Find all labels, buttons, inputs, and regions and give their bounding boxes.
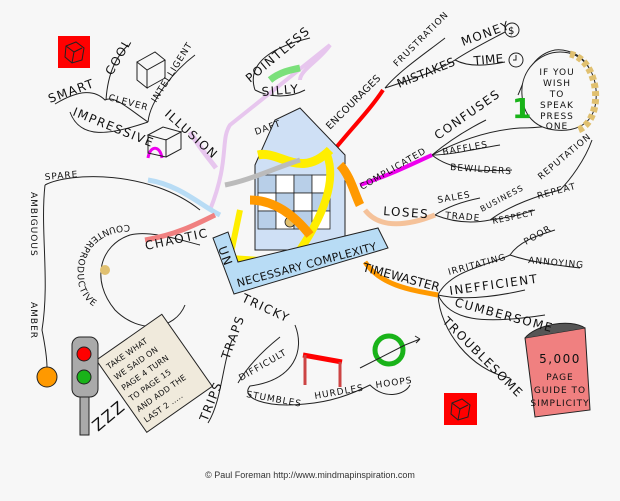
bubble-line: PRESS bbox=[540, 112, 574, 122]
svg-text:$: $ bbox=[508, 26, 514, 37]
label-spare: SPARE bbox=[44, 170, 78, 183]
label-illusion: ILLUSION bbox=[162, 107, 221, 162]
label-money: MONEY bbox=[459, 18, 512, 49]
sleep-text: ZZZ bbox=[88, 396, 129, 435]
label-troublesome: TROUBLESOME bbox=[439, 314, 526, 401]
label-cool: COOL bbox=[102, 36, 134, 78]
clock-icon bbox=[508, 52, 524, 68]
cube-icon bbox=[136, 51, 183, 158]
magnet-icon bbox=[146, 146, 164, 159]
complexity-building bbox=[224, 64, 365, 265]
cube-logo-icon bbox=[444, 393, 477, 425]
label-confuses: CONFUSES bbox=[432, 87, 503, 143]
label-amber: AMBER bbox=[28, 302, 38, 339]
book-text: GUIDE TO bbox=[534, 386, 586, 396]
label-stumbles: STUMBLES bbox=[245, 390, 302, 410]
label-loses: LOSES bbox=[383, 204, 430, 221]
label-difficult: DIFFICULT bbox=[238, 348, 290, 384]
label-baffles: BAFFLES bbox=[442, 140, 489, 158]
label-repeat: REPEAT bbox=[536, 182, 577, 202]
note-paper: TAKE WHAT WE SAID ON PAGE 4 TURN TO PAGE… bbox=[95, 313, 213, 433]
center-prefix: UN bbox=[215, 244, 235, 268]
label-time: TIME bbox=[472, 51, 504, 68]
label-poor: POOR bbox=[523, 224, 554, 248]
label-intelligent: INTELLIGENT bbox=[150, 41, 195, 105]
label-sales: SALES bbox=[437, 190, 472, 206]
bubble-line: IF YOU bbox=[539, 68, 574, 78]
label-inefficient: INEFFICIENT bbox=[448, 272, 539, 298]
label-silly: SILLY bbox=[261, 82, 300, 99]
dollar-icon: $ bbox=[504, 22, 520, 38]
label-ambiguous: AMBIGUOUS bbox=[28, 192, 38, 257]
book-text: 5,000 bbox=[539, 352, 581, 366]
label-traps: TRAPS bbox=[218, 313, 247, 362]
speech-bubble: 1 IF YOU WISH TO SPEAK PRESS ONE bbox=[512, 50, 600, 134]
bubble-line: TO bbox=[549, 90, 565, 100]
label-counterproductive: COUNTERPRODUCTIVE bbox=[74, 222, 130, 310]
label-irritating: IRRITATING bbox=[447, 253, 507, 278]
copyright-footer: © Paul Foreman http://www.mindmapinspira… bbox=[205, 470, 415, 480]
label-complicated: COMPLICATED bbox=[359, 146, 429, 192]
book-icon: 5,000 PAGE GUIDE TO SIMPLICITY bbox=[524, 322, 591, 418]
label-clever: CLEVER bbox=[107, 93, 149, 113]
amber-light-icon bbox=[36, 366, 58, 388]
label-respect: RESPECT bbox=[492, 208, 536, 226]
label-business: BUSINESS bbox=[479, 183, 526, 213]
bubble-line: WISH bbox=[543, 79, 571, 89]
hoop-icon bbox=[359, 333, 421, 369]
hurdle-icon bbox=[302, 352, 343, 387]
label-trade: TRADE bbox=[444, 211, 481, 224]
press-one-number: 1 bbox=[512, 92, 533, 125]
traffic-light-icon bbox=[71, 336, 99, 436]
label-tricky: TRICKY bbox=[239, 291, 292, 326]
spare-ribbon bbox=[147, 177, 222, 218]
label-bewilders: BEWILDERS bbox=[450, 163, 513, 177]
cube-logo-icon bbox=[58, 36, 90, 68]
bubble-line: ONE bbox=[546, 122, 569, 132]
book-text: PAGE bbox=[546, 373, 574, 383]
bubble-line: SPEAK bbox=[540, 101, 574, 111]
label-smart: SMART bbox=[46, 76, 96, 106]
dot-icon bbox=[100, 265, 110, 275]
label-reputation: REPUTATION bbox=[537, 132, 594, 182]
label-annoying: ANNOYING bbox=[528, 256, 585, 271]
book-text: SIMPLICITY bbox=[530, 399, 589, 409]
